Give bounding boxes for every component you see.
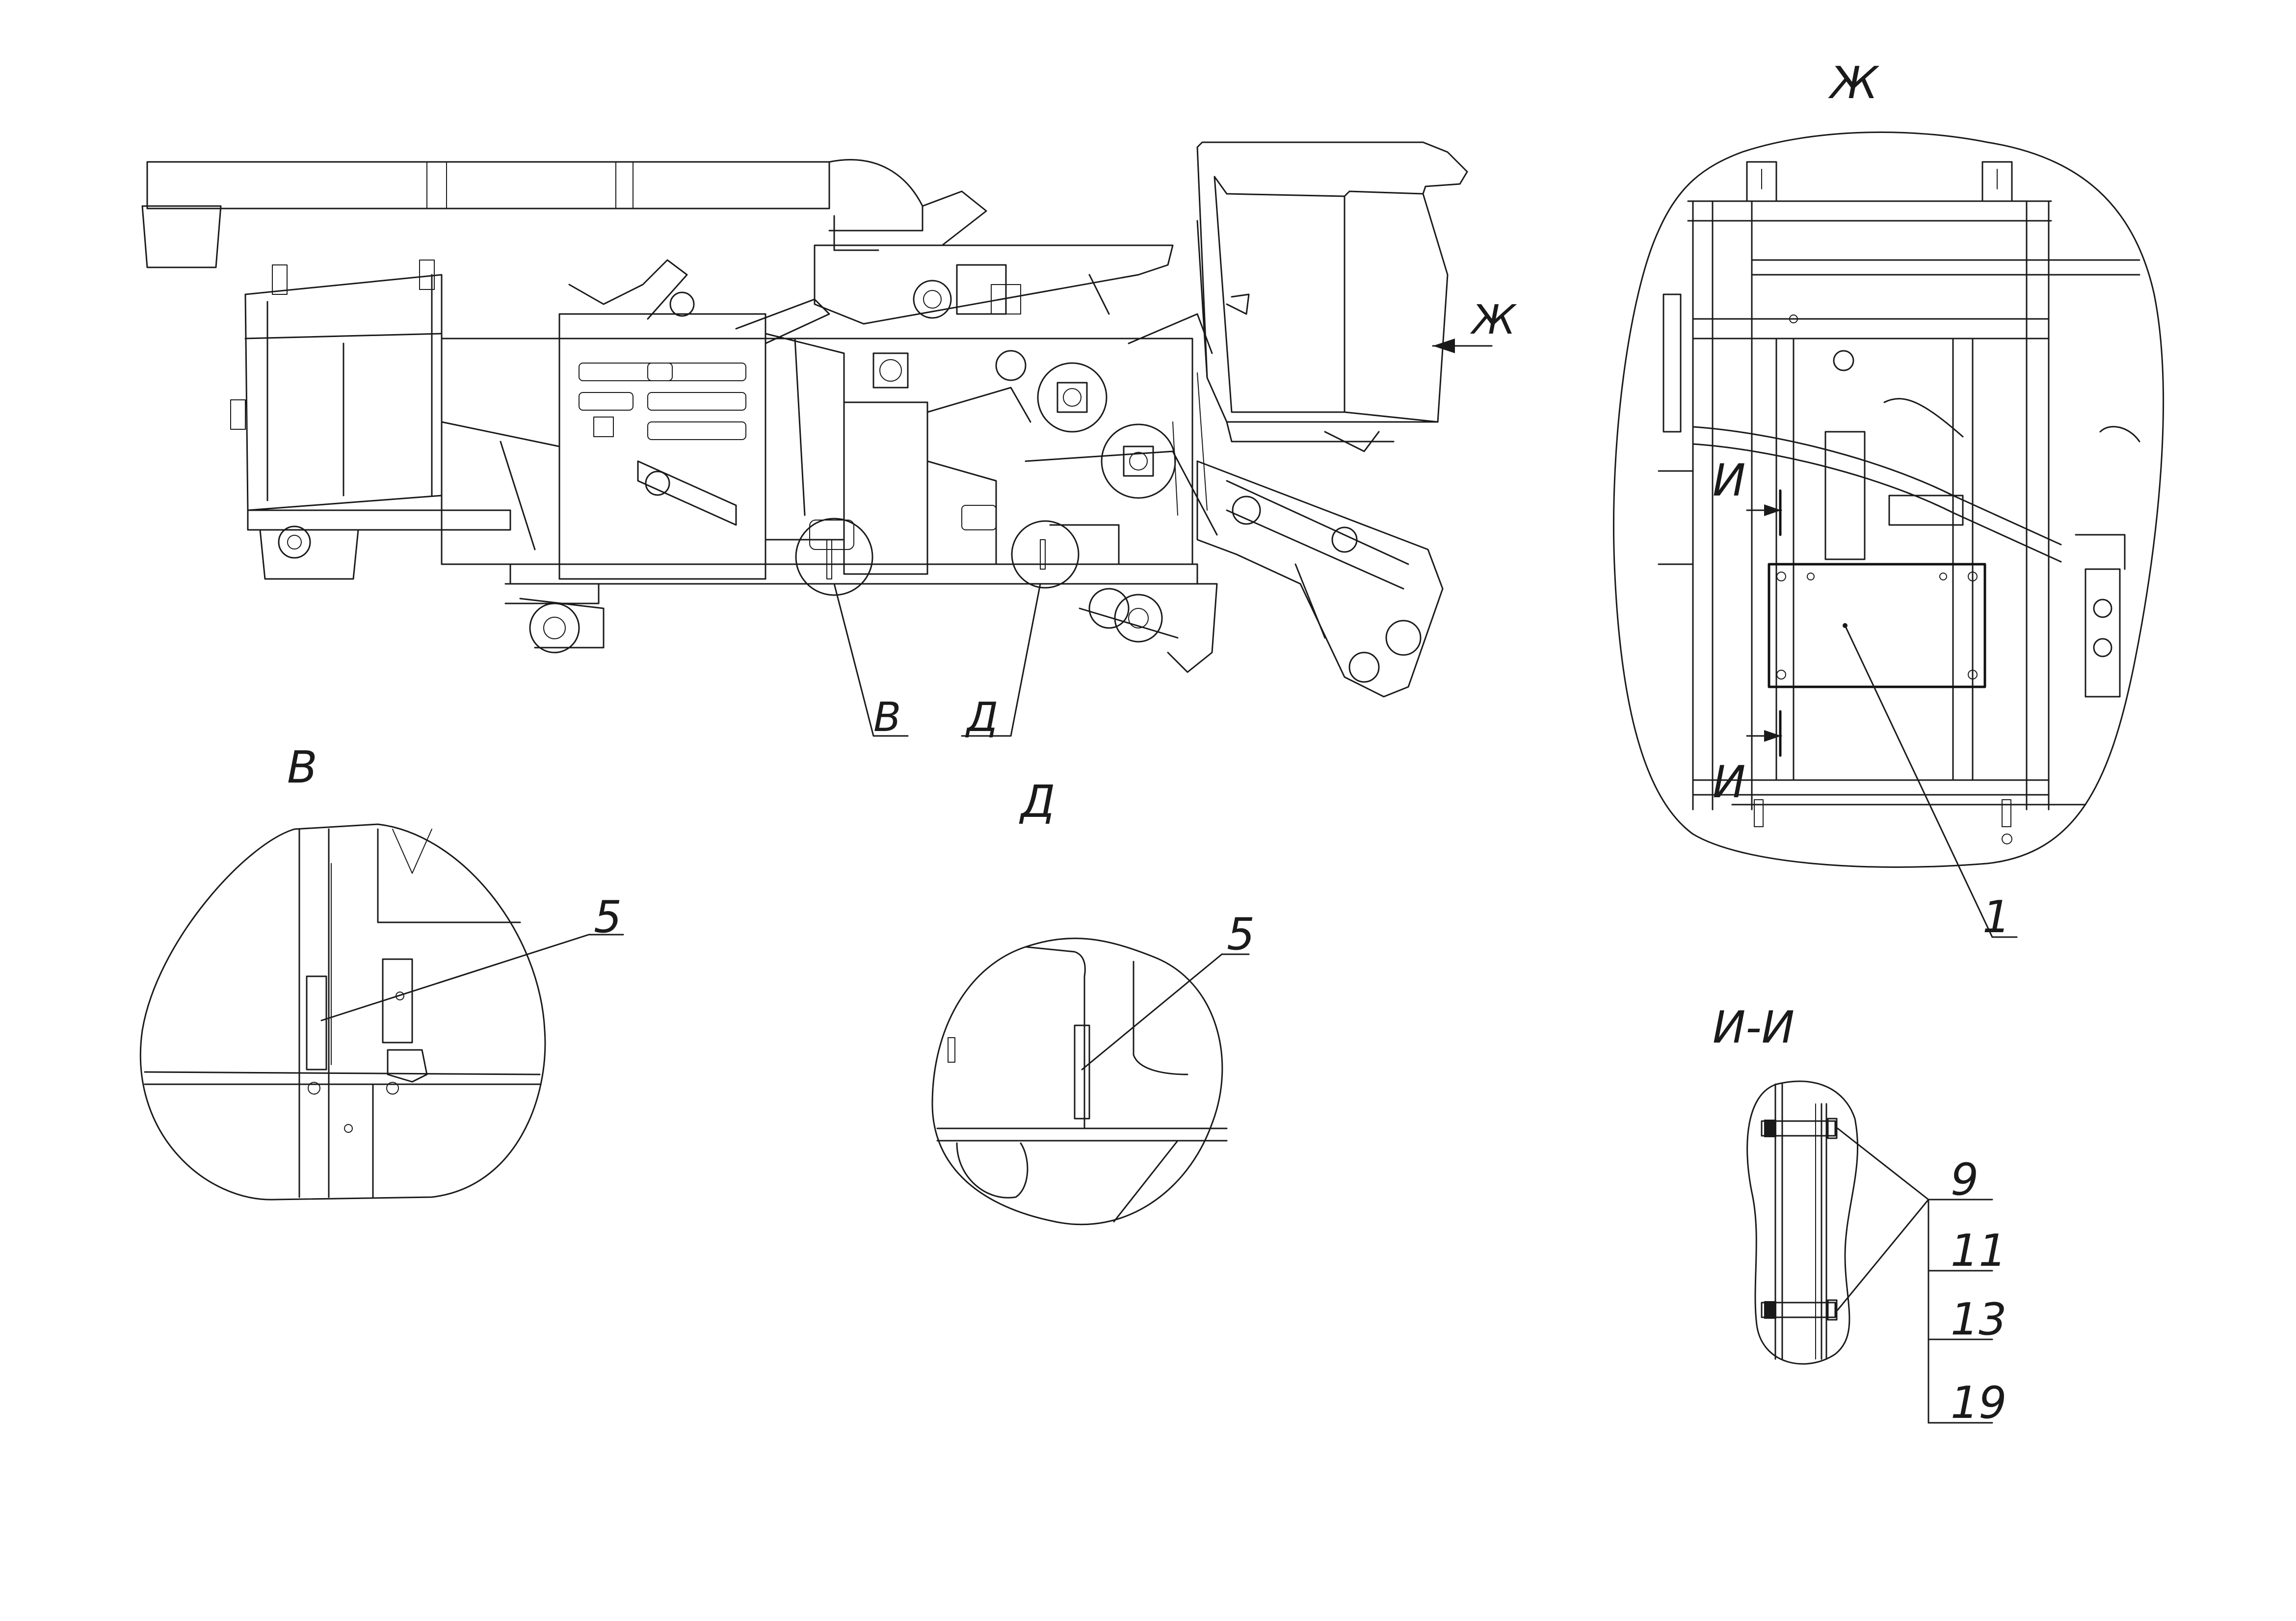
section-ii: И-И 9 11 13 19 bbox=[1713, 1002, 2007, 1429]
operator-cab bbox=[1196, 141, 1468, 452]
separator-body bbox=[441, 259, 1193, 580]
detail-d-position-label: 5 bbox=[1227, 909, 1255, 960]
position-label-19: 19 bbox=[1951, 1377, 2007, 1429]
section-mark-bottom: И bbox=[1713, 757, 1745, 808]
view-zh: Ж bbox=[1612, 57, 2164, 943]
view-zh-title: Ж bbox=[1828, 57, 1880, 109]
section-ii-title: И-И bbox=[1713, 1002, 1795, 1053]
thresher-section bbox=[814, 244, 1218, 575]
callout-label-v: В bbox=[873, 694, 901, 741]
main-side-view: В Д Ж bbox=[141, 141, 1517, 741]
position-label-9: 9 bbox=[1951, 1154, 1979, 1205]
view-arrow-label: Ж bbox=[1470, 297, 1517, 343]
detail-v-title: В bbox=[287, 742, 317, 793]
section-mark-top: И bbox=[1713, 455, 1745, 506]
detail-d: Д 5 bbox=[931, 776, 1255, 1226]
callout-label-d: Д bbox=[965, 694, 998, 741]
unloading-auger bbox=[141, 159, 987, 268]
detail-callout-circles bbox=[795, 518, 1080, 596]
callout-leaders bbox=[833, 583, 1041, 737]
feeder-housing bbox=[1196, 460, 1444, 698]
view-zh-position-label: 1 bbox=[1982, 891, 2010, 943]
view-arrow bbox=[1432, 339, 1493, 353]
detail-v-position-label: 5 bbox=[594, 891, 622, 943]
position-label-11: 11 bbox=[1951, 1225, 2007, 1277]
grain-tank bbox=[230, 260, 511, 580]
detail-v: В 5 bbox=[139, 742, 624, 1201]
detail-d-title: Д bbox=[1019, 776, 1055, 828]
lower-frame bbox=[504, 563, 1218, 673]
position-label-13: 13 bbox=[1951, 1294, 2007, 1345]
